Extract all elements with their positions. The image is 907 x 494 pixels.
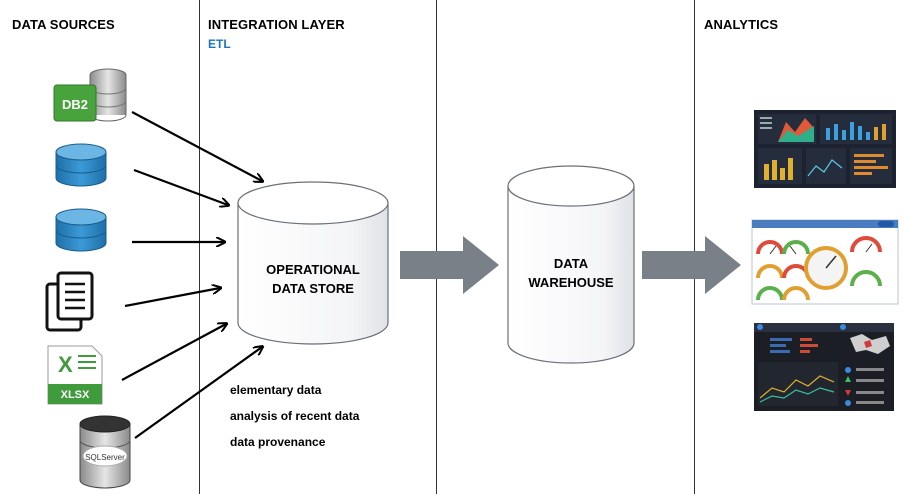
ods-note-2: analysis of recent data <box>230 409 360 423</box>
flow-arrow-ods-to-dw <box>400 236 499 294</box>
data-warehouse: DATA WAREHOUSE <box>507 165 635 364</box>
data-sources-header: DATA SOURCES <box>12 17 115 32</box>
sqlserver-icon: SQLServer <box>79 415 131 489</box>
dw-label-line1: DATA <box>554 256 589 271</box>
xlsx-letter: X <box>58 352 73 377</box>
sqlserver-label: SQLServer <box>85 453 125 462</box>
db2-label: DB2 <box>62 97 88 112</box>
etl-label: ETL <box>208 37 231 51</box>
dashboard-thumbnail-2 <box>751 219 899 305</box>
operational-data-store: OPERATIONAL DATA STORE <box>237 181 389 345</box>
integration-layer-header: INTEGRATION LAYER <box>208 17 345 32</box>
ods-notes: elementary data analysis of recent data … <box>230 377 359 455</box>
dashboard-thumbnail-3 <box>754 323 894 411</box>
dw-label-line2: WAREHOUSE <box>528 275 614 290</box>
documents-icon <box>45 271 94 332</box>
flow-arrow-dw-to-analytics <box>642 236 741 294</box>
dashboard-thumbnail-1 <box>754 110 896 188</box>
arrow-xlsx-to-ods <box>121 324 226 381</box>
ods-label-line1: OPERATIONAL <box>266 262 360 277</box>
arrow-db2-to-ods <box>131 111 262 181</box>
arrow-db-to-ods <box>133 168 228 205</box>
kpi-list <box>845 367 884 406</box>
ods-note-3: data provenance <box>230 435 326 449</box>
column-divider <box>436 0 437 494</box>
arrow-docs-to-ods <box>124 288 220 308</box>
column-divider <box>694 0 695 494</box>
db2-icon: DB2 <box>53 68 127 122</box>
ods-note-1: elementary data <box>230 383 322 397</box>
xlsx-label: XLSX <box>61 389 90 401</box>
ods-label-line2: DATA STORE <box>272 281 354 296</box>
source-arrows <box>121 111 262 439</box>
arrow-sql-to-ods <box>134 347 262 439</box>
column-divider <box>199 0 200 494</box>
database-icon <box>55 143 107 187</box>
xlsx-icon: X XLSX <box>47 345 103 405</box>
database-icon <box>55 208 107 252</box>
analytics-header: ANALYTICS <box>704 17 779 32</box>
